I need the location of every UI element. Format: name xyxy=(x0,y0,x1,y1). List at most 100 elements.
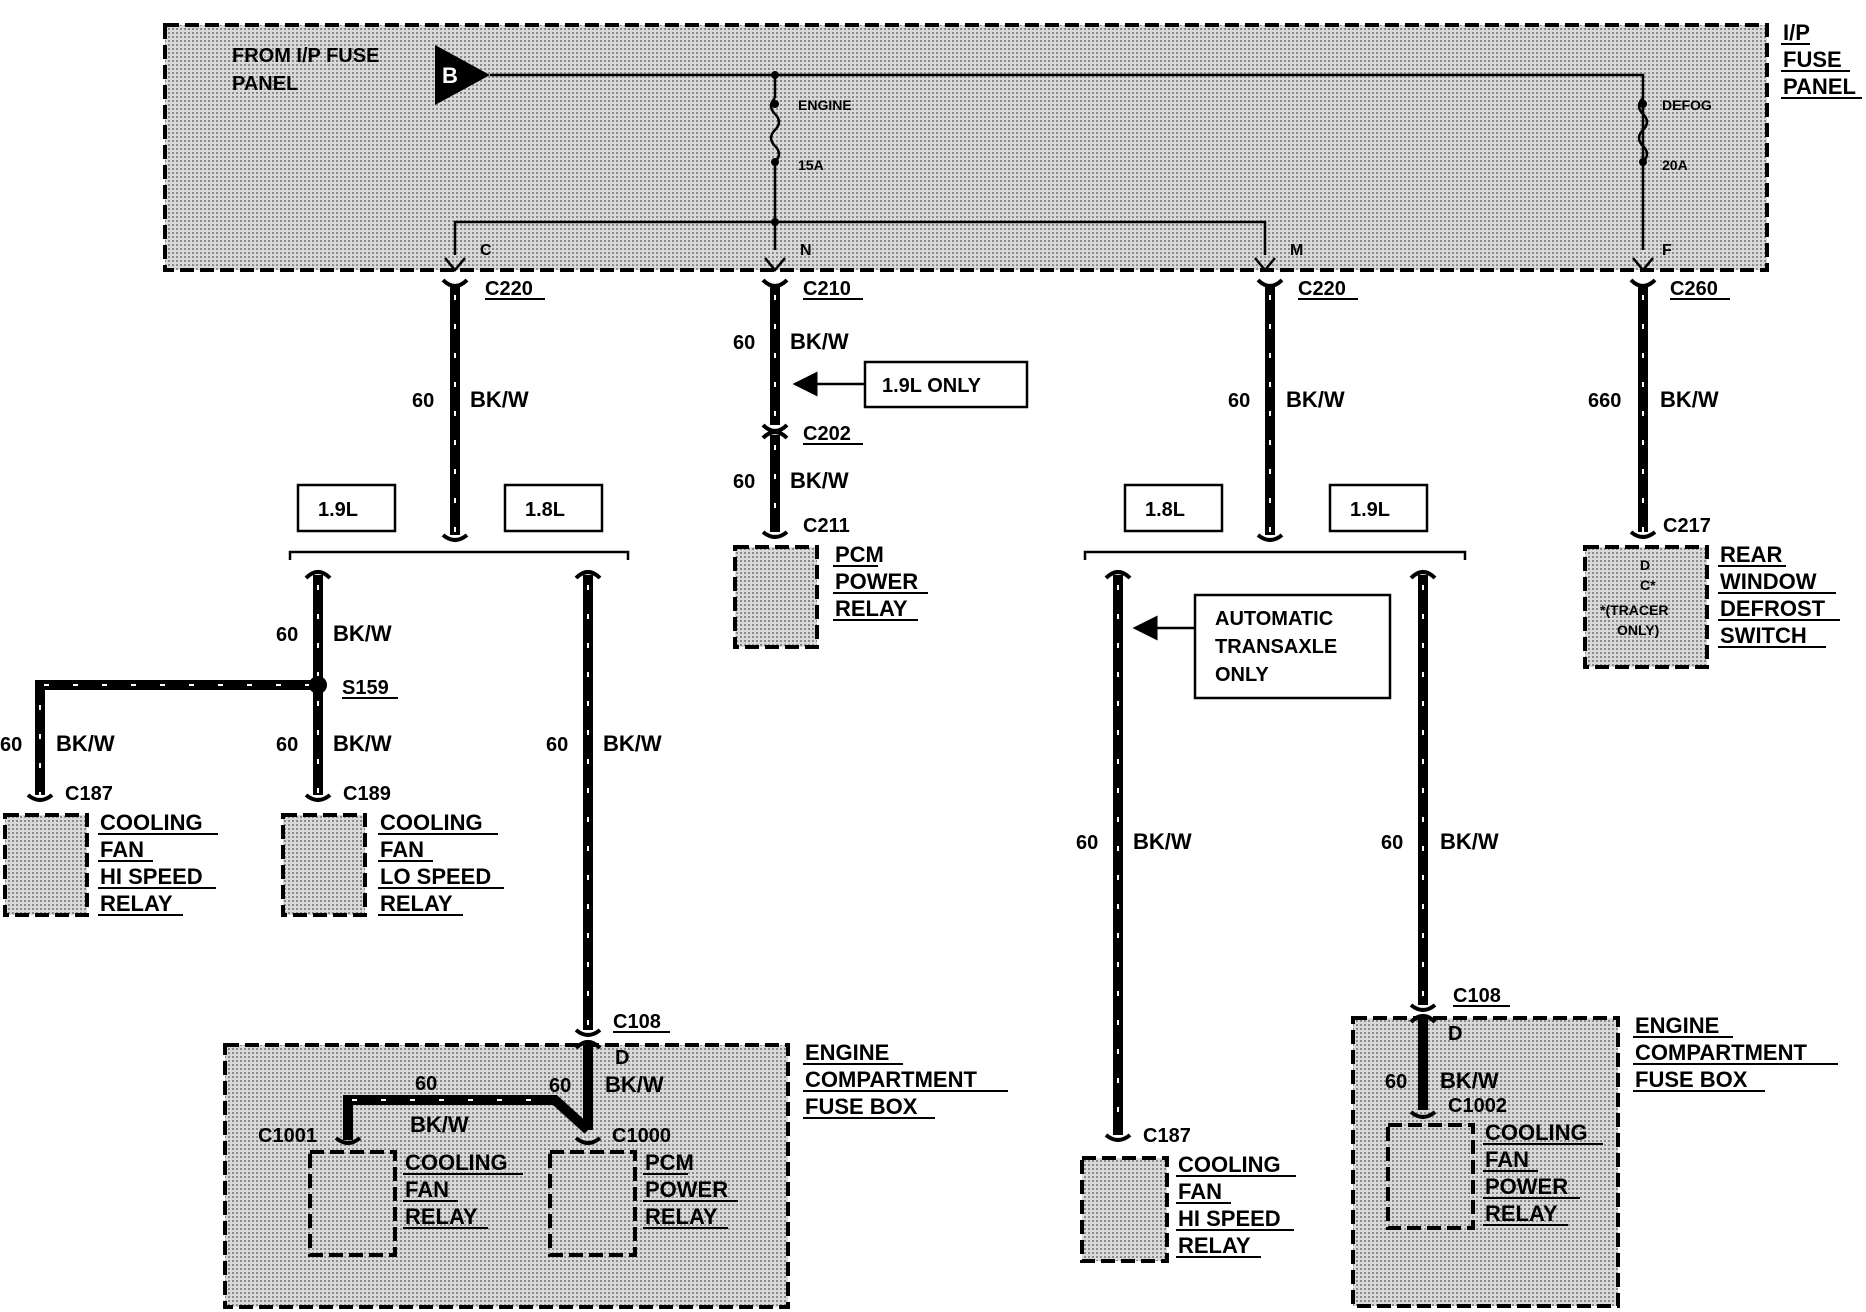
pin-d-right: D xyxy=(1448,1023,1462,1045)
fuse-box-left-label: ENGINE COMPARTMENT FUSE BOX xyxy=(803,1040,1008,1119)
svg-text:*(TRACER: *(TRACER xyxy=(1600,602,1668,618)
cooling-fan-lo-speed-relay xyxy=(281,813,367,917)
fan-power-relay-label: COOLING FAN POWER RELAY xyxy=(1483,1120,1603,1226)
gauge-c220-right: 60 xyxy=(1228,390,1250,412)
svg-text:FUSE BOX: FUSE BOX xyxy=(805,1094,918,1119)
gauge-c260: 660 xyxy=(1588,390,1621,412)
svg-text:FUSE BOX: FUSE BOX xyxy=(1635,1067,1748,1092)
svg-text:ENGINE: ENGINE xyxy=(805,1040,889,1065)
svg-text:HI SPEED: HI SPEED xyxy=(100,864,203,889)
cooling-fan-hi-speed-relay-left xyxy=(3,813,89,917)
gauge-c187-right: 60 xyxy=(1076,832,1098,854)
cooling-fan-power-relay xyxy=(1386,1123,1475,1230)
fuse-defog-rating: 20A xyxy=(1662,157,1688,173)
variant-bar-right xyxy=(1083,550,1467,560)
color-c220-right: BK/W xyxy=(1286,387,1345,412)
color-c210-lower: BK/W xyxy=(790,468,849,493)
rear-window-defrost-switch xyxy=(1583,545,1709,669)
color-c187-right: BK/W xyxy=(1133,829,1192,854)
connector-c1002: C1002 xyxy=(1448,1095,1507,1117)
variant-19l-right-box xyxy=(1328,483,1429,533)
gauge-c187-left: 60 xyxy=(0,734,22,756)
ip-title-line-1: I/P xyxy=(1783,20,1810,45)
fuse-engine-rating: 15A xyxy=(798,157,824,173)
svg-text:PCM: PCM xyxy=(645,1150,694,1175)
svg-text:LO SPEED: LO SPEED xyxy=(380,864,491,889)
cooling-fan-hi-speed-relay-right xyxy=(1080,1156,1169,1263)
pin-c-label: C xyxy=(480,242,492,259)
svg-text:REAR: REAR xyxy=(1720,542,1782,567)
svg-text:PCM: PCM xyxy=(835,542,884,567)
pcm-power-relay-top xyxy=(733,545,819,649)
svg-text:HI SPEED: HI SPEED xyxy=(1178,1206,1281,1231)
svg-text:COOLING: COOLING xyxy=(1485,1120,1588,1145)
lo-relay-label: COOLING FAN LO SPEED RELAY xyxy=(378,810,504,916)
svg-text:COMPARTMENT: COMPARTMENT xyxy=(805,1067,977,1092)
svg-text:FAN: FAN xyxy=(380,837,424,862)
svg-text:COOLING: COOLING xyxy=(1178,1152,1281,1177)
connector-c108-left: C108 xyxy=(613,1011,661,1033)
note-auto-line-1: AUTOMATIC xyxy=(1215,608,1333,630)
ip-title-line-2: FUSE xyxy=(1783,47,1842,72)
from-ip-fuse-label-2: PANEL xyxy=(232,73,298,95)
svg-text:RELAY: RELAY xyxy=(405,1204,478,1229)
svg-text:FAN: FAN xyxy=(100,837,144,862)
svg-text:POWER: POWER xyxy=(1485,1174,1568,1199)
ip-distribution-line xyxy=(453,220,1267,255)
svg-text:WINDOW: WINDOW xyxy=(1720,569,1817,594)
ip-bus-line xyxy=(490,73,1645,250)
variant-18l-right-box xyxy=(1123,483,1224,533)
color-internal-left-2: BK/W xyxy=(605,1072,664,1097)
color-c260: BK/W xyxy=(1660,387,1719,412)
svg-text:COOLING: COOLING xyxy=(405,1150,508,1175)
connector-c220-right: C220 xyxy=(1298,278,1346,300)
variant-bar-left xyxy=(288,550,630,560)
source-pin-label: B xyxy=(442,63,458,88)
color-c220-left: BK/W xyxy=(470,387,529,412)
variant-18l-right: 1.8L xyxy=(1145,499,1185,521)
gauge-internal-right: 60 xyxy=(1385,1071,1407,1093)
gauge-c108-left: 60 xyxy=(546,734,568,756)
svg-text:FAN: FAN xyxy=(405,1177,449,1202)
connector-c1000: C1000 xyxy=(612,1125,671,1147)
gauge-internal-left-2: 60 xyxy=(549,1075,571,1097)
gauge-c210-lower: 60 xyxy=(733,471,755,493)
ip-title-line-3: PANEL xyxy=(1783,74,1856,99)
pin-m-label: M xyxy=(1290,242,1303,259)
color-c108-left: BK/W xyxy=(603,731,662,756)
color-internal-left-1: BK/W xyxy=(410,1112,469,1137)
variant-19l-right: 1.9L xyxy=(1350,499,1390,521)
connector-s159: S159 xyxy=(342,677,389,699)
svg-text:RELAY: RELAY xyxy=(1178,1233,1251,1258)
note-auto-line-2: TRANSAXLE xyxy=(1215,636,1337,658)
variant-18l-left: 1.8L xyxy=(525,499,565,521)
wire-to-c187-left xyxy=(35,680,318,795)
connector-c217: C217 xyxy=(1663,515,1711,537)
fan-relay-label: COOLING FAN RELAY xyxy=(403,1150,523,1229)
defog-fuse-icon xyxy=(1637,97,1649,163)
gauge-internal-left-1: 60 xyxy=(415,1073,437,1095)
engine-fuse-icon xyxy=(769,97,781,163)
hi-relay-right-label: COOLING FAN HI SPEED RELAY xyxy=(1176,1152,1296,1258)
gauge-c108-right: 60 xyxy=(1381,832,1403,854)
variant-18l-left-box xyxy=(503,483,604,533)
splice-s159-icon xyxy=(309,676,327,694)
svg-text:RELAY: RELAY xyxy=(380,891,453,916)
color-c187-left: BK/W xyxy=(56,731,115,756)
gauge-c210-upper: 60 xyxy=(733,332,755,354)
note-auto-line-3: ONLY xyxy=(1215,664,1269,686)
ip-fuse-panel xyxy=(163,23,1769,272)
color-c210-upper: BK/W xyxy=(790,329,849,354)
svg-text:POWER: POWER xyxy=(835,569,918,594)
pin-n-label: N xyxy=(800,242,812,259)
svg-text:RELAY: RELAY xyxy=(100,891,173,916)
variant-19l-left-box xyxy=(296,483,397,533)
gauge-c189: 60 xyxy=(276,734,298,756)
pin-d-left: D xyxy=(615,1047,629,1069)
connector-c202: C202 xyxy=(803,423,851,445)
connector-c108-right: C108 xyxy=(1453,985,1501,1007)
pcm-relay-bottom-label: PCM POWER RELAY xyxy=(643,1150,738,1229)
source-pin-b-icon xyxy=(435,45,490,105)
